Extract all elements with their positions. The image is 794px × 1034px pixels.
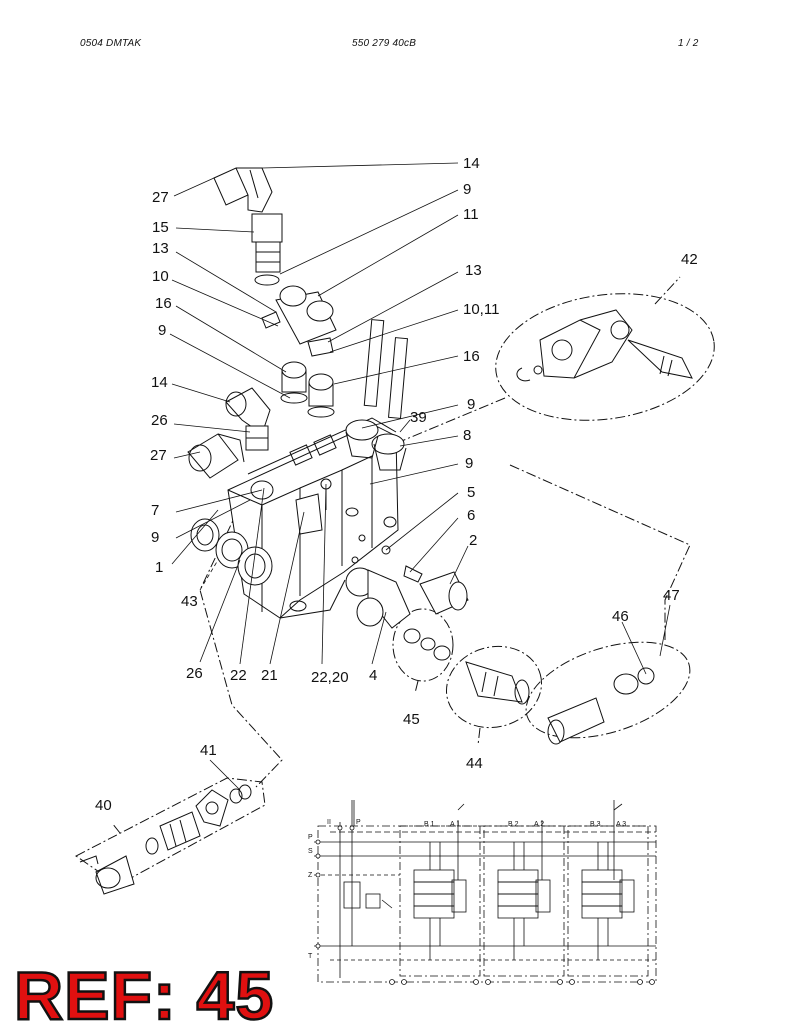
callout-labels: 14 27 9 15 11 13 13 42 10 10,11 16 9 16 … [95, 155, 698, 814]
elbow-fitting-27-14 [213, 167, 273, 213]
callout-46: 46 [612, 608, 629, 625]
elbow-27-left [187, 433, 245, 479]
callout-10: 10 [152, 268, 169, 285]
fitting-13-10 [261, 285, 337, 357]
callout-22: 22 [230, 667, 247, 684]
pressure-valve-2 [381, 545, 469, 615]
section-2 [483, 820, 565, 977]
port-label-b3: B 3 [590, 821, 601, 828]
detail-outline-42 [367, 276, 715, 456]
callout-14-b: 14 [151, 374, 168, 391]
callout-2: 2 [469, 532, 477, 549]
callout-9-e: 9 [151, 529, 159, 546]
top-label-p: P [356, 819, 361, 826]
schematic-terminals [315, 825, 655, 985]
callout-11-a: 11 [463, 206, 479, 223]
port-label-a3: A 3 [616, 821, 626, 828]
left-label-t: T [308, 953, 313, 960]
callout-13-a: 13 [152, 240, 169, 257]
section-3 [567, 800, 649, 977]
header-right: 1 / 2 [678, 38, 699, 49]
levers-39 [345, 319, 409, 471]
callout-44: 44 [466, 755, 483, 772]
callout-39: 39 [410, 409, 427, 426]
header-left: 0504 DMTAK [80, 38, 142, 49]
section-1 [399, 820, 481, 977]
callout-27-b: 27 [150, 447, 167, 464]
left-label-z: Z [308, 872, 313, 879]
callout-21: 21 [261, 667, 278, 684]
callout-16-b: 16 [463, 348, 480, 365]
callout-26-b: 26 [186, 665, 203, 682]
port-label-b1: B 1 [424, 821, 435, 828]
detail-40-41-parts [79, 784, 252, 895]
hydraulic-schematic [314, 800, 657, 985]
callout-7: 7 [151, 502, 159, 519]
callout-40: 40 [95, 797, 112, 814]
callout-27-top: 27 [152, 189, 169, 206]
callout-22-20: 22,20 [311, 669, 349, 686]
callout-8: 8 [463, 427, 471, 444]
small-fittings-21-7 [250, 478, 332, 535]
callout-6: 6 [467, 507, 475, 524]
port-label-b2: B 2 [508, 821, 519, 828]
callout-9-a: 9 [463, 181, 471, 198]
adapter-15 [251, 213, 283, 286]
callout-16-a: 16 [155, 295, 172, 312]
callout-42: 42 [681, 251, 698, 268]
left-label-p: P [308, 834, 313, 841]
port-label-a2: A 2 [534, 821, 544, 828]
elbow-14-left [225, 387, 271, 451]
elbow-4 [345, 567, 411, 629]
fitting-16 [280, 361, 335, 418]
reference-stamp: REF: 45 [13, 958, 275, 1034]
callout-26-a: 26 [151, 412, 168, 429]
leader-lines [169, 162, 671, 791]
callout-13-b: 13 [465, 262, 482, 279]
callout-9-c: 9 [467, 396, 475, 413]
callout-45: 45 [403, 711, 420, 728]
left-label-s: S [308, 848, 313, 855]
detail-42-parts [516, 309, 693, 382]
cartridge-46-47 [547, 667, 655, 745]
callout-43: 43 [181, 593, 198, 610]
callout-9-d: 9 [465, 455, 473, 472]
callout-15: 15 [152, 219, 169, 236]
front-port-1 [190, 518, 220, 552]
top-label-ii: II [327, 819, 331, 826]
callout-41: 41 [200, 742, 217, 759]
port-label-a1: A 1 [450, 821, 460, 828]
callout-4: 4 [369, 667, 377, 684]
callout-5: 5 [467, 484, 475, 501]
callout-10-11: 10,11 [463, 301, 499, 318]
callout-47: 47 [663, 587, 680, 604]
callout-14-top: 14 [463, 155, 480, 172]
callout-9-b: 9 [158, 322, 166, 339]
detail-outline-45-44-47 [392, 464, 691, 746]
callout-1: 1 [155, 559, 163, 576]
cartridge-44 [403, 628, 530, 705]
schematic-labels: B 1 A 1 B 2 A 2 B 3 A 3 P S Z T II P [308, 819, 626, 960]
header-center: 550 279 40cB [352, 38, 417, 49]
